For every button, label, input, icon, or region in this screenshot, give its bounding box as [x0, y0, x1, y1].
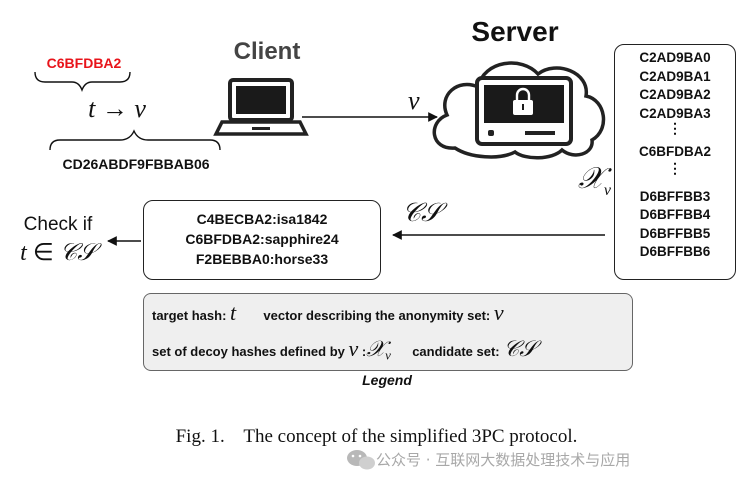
hash-prefix: C6BFDBA2 [46, 55, 122, 71]
t-symbol: t [88, 94, 96, 123]
legend-candidate-label: candidate set: [412, 344, 500, 359]
decoy-hash: C2AD9BA0 [639, 50, 711, 65]
legend-title: Legend [362, 372, 412, 388]
legend-target-label: target hash: [152, 308, 227, 323]
decoy-hash: D6BFFBB6 [639, 244, 711, 259]
set-x-symbol: 𝒳 [578, 162, 604, 195]
mapping-t-to-v: t → v [72, 95, 162, 123]
decoy-set-box: C2AD9BA0 C2AD9BA1 C2AD9BA2 C2AD9BA3 ⋮ C6… [614, 44, 736, 280]
legend-target-symbol: t [230, 300, 237, 325]
check-in: ∈ [32, 240, 54, 266]
decoy-hash: D6BFFBB3 [639, 188, 711, 204]
decoy-hash: C2AD9BA2 [639, 87, 711, 102]
bottom-brace [49, 129, 221, 151]
legend-decoy-sub: v [385, 347, 391, 363]
send-v-label: v [408, 86, 420, 115]
decoy-set-symbol: 𝒳v [578, 162, 611, 200]
laptop-icon [213, 78, 309, 136]
legend-candidate-symbol: 𝒞𝒮 [503, 336, 537, 361]
candidate-set-box: C4BECBA2:isa1842 C6BFDBA2:sapphire24 F2B… [143, 200, 381, 280]
legend-vector-symbol: v [493, 300, 504, 325]
legend-row-2: set of decoy hashes defined by v :𝒳v can… [152, 336, 536, 369]
legend-decoy-colon: : [361, 344, 367, 359]
candidate-entry: C4BECBA2:isa1842 [196, 211, 328, 227]
figure-caption: Fig. 1. The concept of the simplified 3P… [175, 426, 578, 447]
check-cs: 𝒞𝒮 [59, 240, 96, 266]
check-line-1: Check if [23, 214, 93, 235]
ellipsis: ⋮ [668, 120, 682, 136]
candidate-entry: C6BFDBA2:sapphire24 [185, 231, 339, 247]
top-brace [34, 71, 131, 92]
watermark-text: 公众号 · 互联网大数据处理技术与应用 [376, 451, 631, 469]
decoy-hash: D6BFFBB4 [639, 207, 711, 222]
decoy-hash: D6BFFBB5 [639, 225, 711, 241]
decoy-hash: C2AD9BA3 [639, 105, 711, 121]
check-line-2: t ∈ 𝒞𝒮 [8, 238, 108, 267]
decoy-hash: C6BFDBA2 [638, 144, 711, 159]
candidate-entry: F2BEBBA0:horse33 [195, 251, 329, 267]
ellipsis: ⋮ [668, 159, 682, 176]
v-symbol: v [134, 94, 146, 123]
wechat-icon [347, 450, 375, 470]
map-arrow: → [101, 94, 128, 123]
legend-vector-label: vector describing the anonymity set: [263, 308, 491, 323]
response-cs-label: 𝒞𝒮 [402, 198, 442, 227]
legend-decoy-v: v [348, 336, 359, 361]
legend-box: target hash: t vector describing the ano… [143, 293, 633, 371]
full-hash: CD26ABDF9FBBAB06 [62, 156, 210, 172]
legend-decoy-label: set of decoy hashes defined by [152, 344, 345, 359]
client-title: Client [233, 38, 301, 65]
lock-icon [513, 87, 533, 115]
check-t: t [20, 240, 27, 266]
set-x-subscript: v [603, 182, 611, 199]
candidate-list: C4BECBA2:isa1842 C6BFDBA2:sapphire24 F2B… [144, 209, 380, 269]
server-title: Server [471, 16, 559, 47]
decoy-list: C2AD9BA0 C2AD9BA1 C2AD9BA2 C2AD9BA3 ⋮ C6… [615, 49, 735, 262]
legend-row-1: target hash: t vector describing the ano… [152, 300, 504, 329]
decoy-hash: C2AD9BA1 [639, 68, 711, 84]
legend-decoy-x: 𝒳 [366, 336, 386, 361]
